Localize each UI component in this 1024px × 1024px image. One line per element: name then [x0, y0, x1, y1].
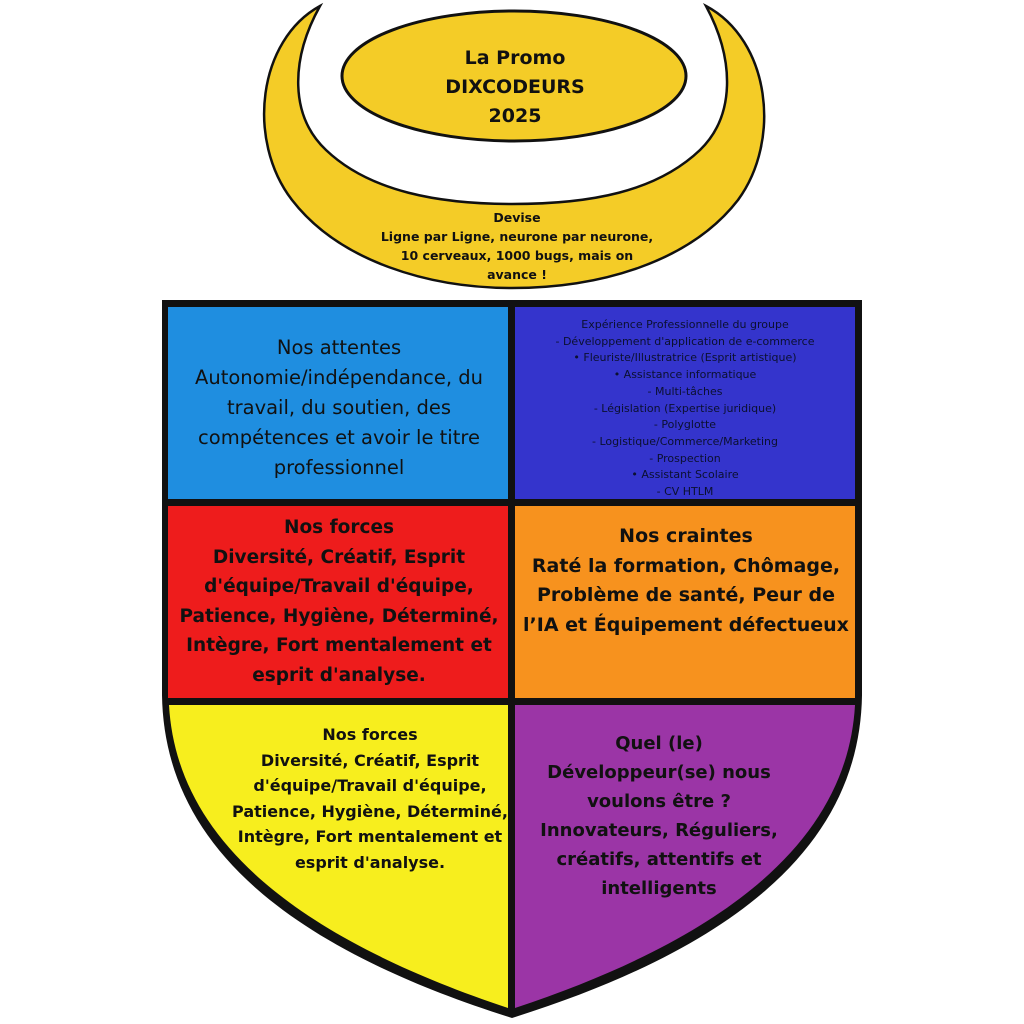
experience-item: - Législation (Expertise juridique) [593, 401, 777, 415]
forces-yellow-title: Nos forces [322, 725, 418, 744]
motto: Devise Ligne par Ligne, neurone par neur… [372, 208, 662, 284]
forces-yellow-text: Diversité, Créatif, Esprit d'équipe/Trav… [232, 750, 508, 872]
quadrant-forces-yellow-bg [169, 705, 508, 1008]
attentes-title: Nos attentes [276, 336, 402, 359]
promo-title-line1: La Promo [464, 47, 566, 69]
quadrant-craintes-bg [515, 506, 855, 698]
quadrant-experience: Expérience Professionnelle du groupe - D… [520, 317, 850, 501]
experience-item: - Prospection [649, 451, 721, 465]
developpeur-title: Quel (le) Développeur(se) nous voulons ê… [547, 733, 771, 812]
forces-red-title: Nos forces [283, 517, 395, 538]
experience-item: - Logistique/Commerce/Marketing [592, 434, 778, 448]
quadrant-developpeur-bg [515, 705, 855, 1008]
developpeur-text: Innovateurs, Réguliers, créatifs, attent… [540, 820, 778, 899]
experience-item: - Polyglotte [653, 418, 717, 432]
experience-item: - Multi-tâches [647, 384, 723, 398]
quadrant-attentes-bg [168, 307, 508, 499]
motto-label: Devise [493, 210, 541, 225]
promo-title: La Promo DIXCODEURS 2025 [420, 44, 610, 131]
forces-red-text: Diversité, Créatif, Esprit d'équipe/Trav… [179, 546, 499, 686]
quadrant-forces-yellow: Nos forces Diversité, Créatif, Esprit d'… [232, 722, 508, 875]
experience-item: - CV HTLM [656, 485, 714, 499]
motto-line: avance ! [487, 267, 547, 282]
craintes-text: Raté la formation, Chômage, Problème de … [523, 554, 849, 636]
quadrant-craintes: Nos craintes Raté la formation, Chômage,… [520, 522, 852, 640]
quadrant-forces-red: Nos forces Diversité, Créatif, Esprit d'… [172, 513, 506, 690]
title-oval [340, 9, 688, 143]
experience-title: Expérience Professionnelle du groupe [581, 318, 789, 331]
promo-title-line2: DIXCODEURS 2025 [445, 76, 585, 127]
motto-line: 10 cerveaux, 1000 bugs, mais on [400, 248, 634, 263]
quadrant-forces-red-bg [168, 506, 508, 698]
experience-item: • Assistant Scolaire [631, 468, 739, 482]
attentes-text: Autonomie/indépendance, du travail, du s… [195, 366, 483, 479]
crescent-shape [263, 2, 766, 290]
experience-item: - Développement d'application de e-comme… [555, 334, 815, 348]
experience-item: • Fleuriste/Illustratrice (Esprit artist… [573, 351, 797, 365]
quadrant-attentes: Nos attentes Autonomie/indépendance, du … [176, 333, 502, 483]
motto-line: Ligne par Ligne, neurone par neurone, [380, 229, 654, 244]
experience-item: • Assistance informatique [613, 368, 757, 382]
craintes-title: Nos craintes [619, 525, 753, 547]
quadrant-developpeur: Quel (le) Développeur(se) nous voulons ê… [528, 729, 790, 903]
quadrant-experience-bg [515, 307, 855, 499]
